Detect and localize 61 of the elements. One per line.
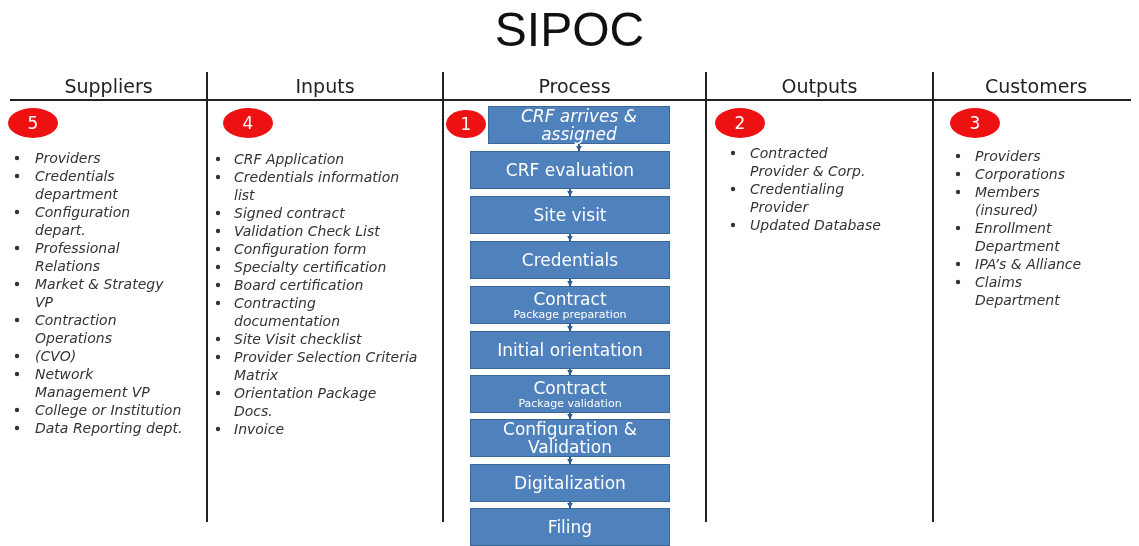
column-header: Outputs — [780, 75, 859, 97]
process-step-box: CRF arrives & assigned — [488, 106, 670, 144]
process-step-box: Digitalization — [470, 464, 670, 502]
flow-arrow — [567, 278, 573, 287]
process-step-box: Contract Package validation — [470, 375, 670, 413]
list-item: Enrollment Department — [975, 219, 1061, 255]
step-number-badge: 1 — [446, 110, 486, 138]
list-item: CRF Application — [234, 150, 346, 168]
column-header: Suppliers — [63, 75, 154, 97]
flow-arrow — [576, 143, 582, 152]
process-step-box: CRF evaluation — [470, 151, 670, 189]
list-item: Provider Selection Criteria Matrix — [234, 348, 419, 384]
process-step-box: Site visit — [470, 196, 670, 234]
list-item: Credentials information list — [234, 168, 401, 204]
step-number-badge: 4 — [223, 108, 273, 138]
flow-arrow — [567, 456, 573, 465]
flow-arrow — [567, 501, 573, 509]
list-item: Credentialing Provider — [750, 180, 845, 216]
list-item: Network Management VP — [35, 365, 151, 401]
list-item: IPA’s & Alliance — [975, 255, 1083, 273]
list-item: Invoice — [234, 420, 286, 438]
list-item: (CVO) — [35, 347, 78, 365]
flow-arrow — [567, 188, 573, 197]
list-item: Providers — [35, 149, 102, 167]
flow-arrow — [567, 412, 573, 420]
step-number-badge: 3 — [950, 108, 1000, 138]
list-item: Site Visit checklist — [234, 330, 363, 348]
list-item: Contracted Provider & Corp. — [750, 144, 867, 180]
list-item: Contraction Operations — [35, 311, 118, 347]
list-item: Market & Strategy VP — [35, 275, 165, 311]
list-item: Professional Relations — [35, 239, 121, 275]
step-number-badge: 5 — [8, 108, 58, 138]
list-item: College or Institution — [35, 401, 183, 419]
list-item: Contracting documentation — [234, 294, 342, 330]
process-step-box: Contract Package preparation — [470, 286, 670, 324]
process-step-box: Initial orientation — [470, 331, 670, 369]
list-item: Credentials department — [35, 167, 119, 203]
process-step-box: Credentials — [470, 241, 670, 279]
list-item: Board certification — [234, 276, 365, 294]
column-header: Customers — [983, 75, 1089, 97]
list-item: Validation Check List — [234, 222, 381, 240]
step-number-badge: 2 — [715, 108, 765, 138]
title: SIPOC — [493, 2, 646, 57]
list-item: Updated Database — [750, 216, 882, 234]
list-item: Specialty certification — [234, 258, 388, 276]
list-item: Orientation Package Docs. — [234, 384, 378, 420]
list-item: Providers — [975, 147, 1042, 165]
column-header: Process — [537, 75, 612, 97]
list-item: Corporations — [975, 165, 1066, 183]
list-item: Members (insured) — [975, 183, 1041, 219]
column-header: Inputs — [294, 75, 356, 97]
flow-arrow — [567, 368, 573, 376]
list-item: Configuration depart. — [35, 203, 132, 239]
list-item: Data Reporting dept. — [35, 419, 184, 437]
process-step-box: Configuration & Validation — [470, 419, 670, 457]
flow-arrow — [567, 233, 573, 242]
process-step-box: Filing — [470, 508, 670, 546]
list-item: Configuration form — [234, 240, 368, 258]
list-item: Signed contract — [234, 204, 346, 222]
list-item: Claims Department — [975, 273, 1061, 309]
flow-arrow — [567, 323, 573, 332]
